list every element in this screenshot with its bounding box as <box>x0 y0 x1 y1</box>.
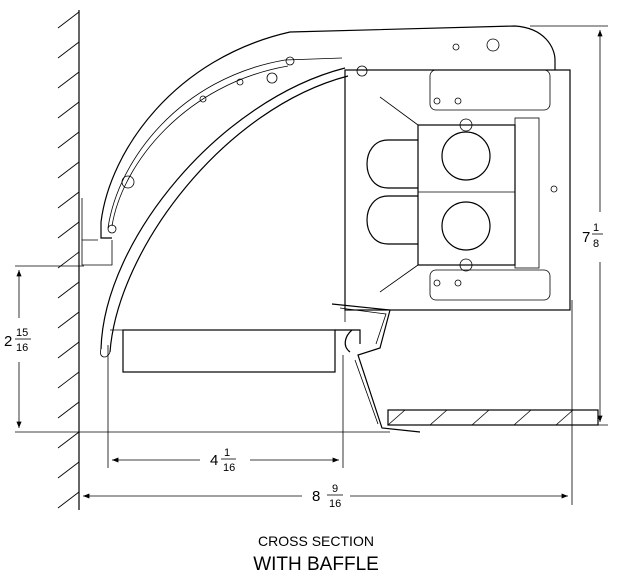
dim-width-total: 8 9 16 <box>83 483 568 510</box>
wall <box>57 10 80 510</box>
ceiling <box>387 409 599 426</box>
dim-height-total-whole: 7 <box>582 229 590 246</box>
reflector <box>81 67 349 358</box>
dim-width-baffle-num: 1 <box>224 447 230 459</box>
dim-width-total-whole: 8 <box>312 488 320 505</box>
dim-width-baffle-whole: 4 <box>210 452 218 469</box>
lamp-box <box>344 65 571 322</box>
dim-height-total-den: 8 <box>593 238 599 250</box>
dim-width-total-num: 9 <box>332 483 338 495</box>
extension-lines <box>15 25 608 505</box>
trim-flange <box>331 303 421 433</box>
fixture-housing <box>100 25 556 239</box>
dim-height-total: 7 1 8 <box>582 29 603 422</box>
caption-line-2: WITH BAFFLE <box>253 554 379 575</box>
dim-height-total-num: 1 <box>593 222 599 234</box>
dim-height-lower-whole: 2 <box>4 333 12 350</box>
dim-width-baffle-den: 16 <box>223 462 235 474</box>
dim-width-total-den: 16 <box>329 498 341 510</box>
dim-height-lower-den: 16 <box>16 342 28 354</box>
dim-height-lower-num: 15 <box>16 327 28 339</box>
dim-width-baffle: 4 1 16 <box>112 447 339 474</box>
baffle <box>110 329 361 373</box>
caption-line-1: CROSS SECTION <box>258 533 374 549</box>
dim-height-lower: 2 15 16 <box>4 270 31 428</box>
